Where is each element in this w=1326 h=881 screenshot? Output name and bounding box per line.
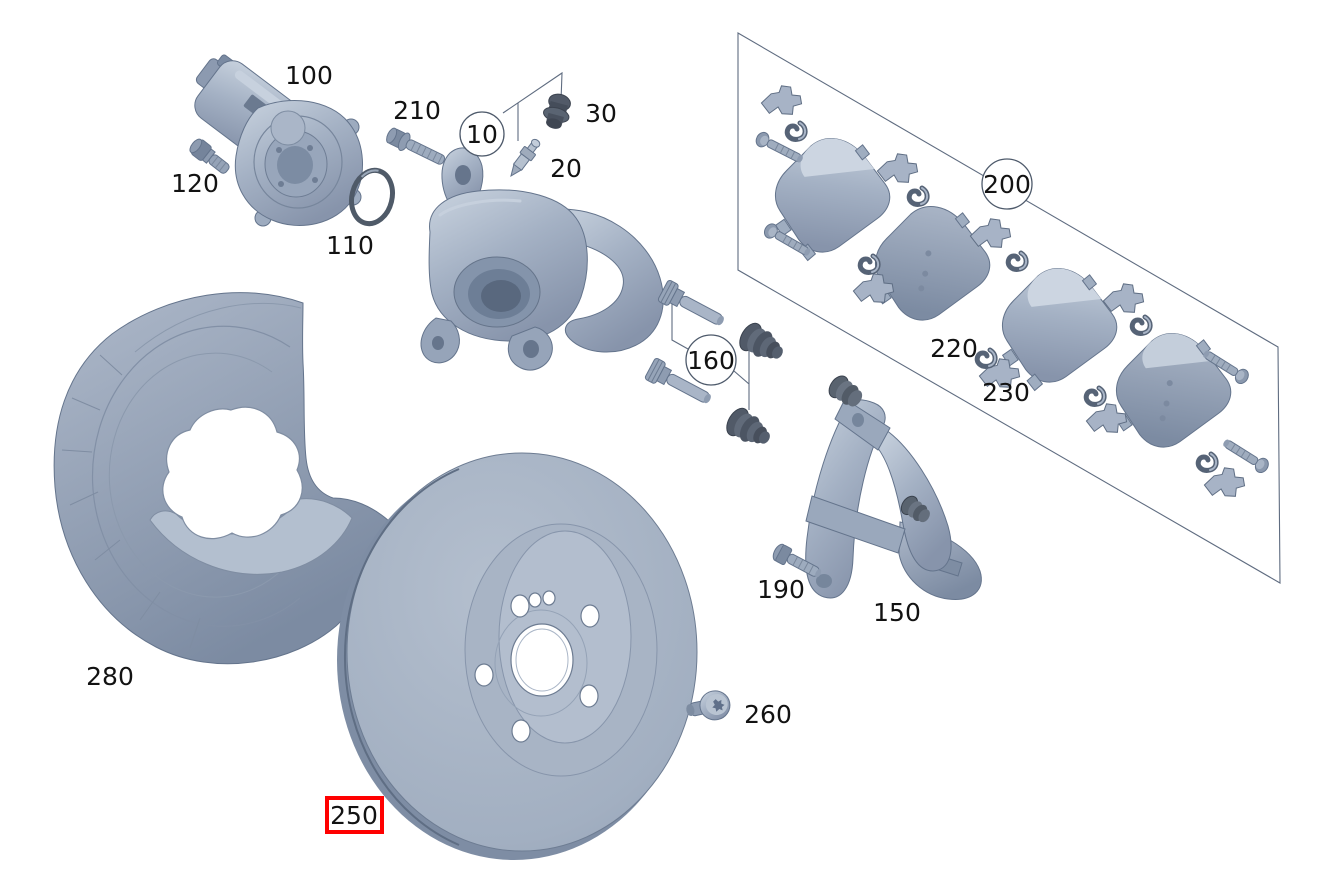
callout-circle-guide-pin-kit[interactable] — [685, 334, 737, 386]
guide-pin-boot-drawing — [739, 322, 783, 359]
guide-pin-boot-drawing — [726, 407, 770, 444]
leader-line-guide-pins — [671, 292, 689, 350]
part-label-150[interactable]: 150 — [873, 598, 921, 627]
guide-pin-drawing — [657, 279, 724, 326]
callout-circle-pad-kit[interactable] — [981, 158, 1033, 210]
brake-disc-drawing — [337, 452, 698, 860]
bleeder-cap-drawing — [543, 93, 571, 129]
leader-line-boots — [733, 351, 750, 410]
caliper-carrier-drawing — [805, 375, 982, 600]
pad-kit-boundary-box — [737, 32, 1281, 584]
part-label-20[interactable]: 20 — [550, 154, 582, 183]
part-label-120[interactable]: 120 — [171, 169, 219, 198]
disc-screw-drawing — [686, 690, 731, 721]
part-label-10[interactable]: 10 — [466, 120, 498, 149]
part-label-200[interactable]: 200 — [983, 170, 1031, 199]
part-label-260[interactable]: 260 — [744, 700, 792, 729]
leader-line-caliper-kit — [502, 71, 563, 114]
bleed-valve-drawing — [510, 138, 541, 178]
leader-lines — [502, 71, 750, 410]
part-label-210[interactable]: 210 — [393, 96, 441, 125]
actuator-bolt-drawing — [189, 138, 230, 174]
part-label-30[interactable]: 30 — [585, 99, 617, 128]
lug-holes — [474, 590, 600, 743]
spring-clips — [784, 120, 1219, 473]
part-label-280[interactable]: 280 — [86, 662, 134, 691]
part-label-220[interactable]: 220 — [930, 334, 978, 363]
brake-pad-drawing — [1001, 268, 1118, 392]
pad-bolts — [755, 131, 1269, 474]
part-label-100[interactable]: 100 — [285, 61, 333, 90]
brake-pad-drawing — [874, 206, 991, 321]
guide-pin-drawing — [644, 357, 711, 404]
splash-shield-drawing — [53, 292, 390, 665]
part-label-190[interactable]: 190 — [757, 575, 805, 604]
brake-caliper-drawing — [420, 147, 664, 371]
selected-part-highlight-box[interactable] — [325, 796, 384, 834]
carrier-bolt-drawing — [772, 543, 822, 578]
o-ring-drawing — [349, 167, 395, 227]
part-label-230[interactable]: 230 — [982, 378, 1030, 407]
pad-retainer-clips — [760, 85, 1246, 497]
part-label-160[interactable]: 160 — [687, 346, 735, 375]
callout-circle-caliper[interactable] — [459, 111, 505, 157]
parking-brake-actuator-drawing — [194, 54, 363, 227]
part-label-250-selected[interactable]: 250 — [330, 801, 378, 830]
part-label-110[interactable]: 110 — [326, 231, 374, 260]
caliper-bolt-drawing — [386, 127, 446, 165]
